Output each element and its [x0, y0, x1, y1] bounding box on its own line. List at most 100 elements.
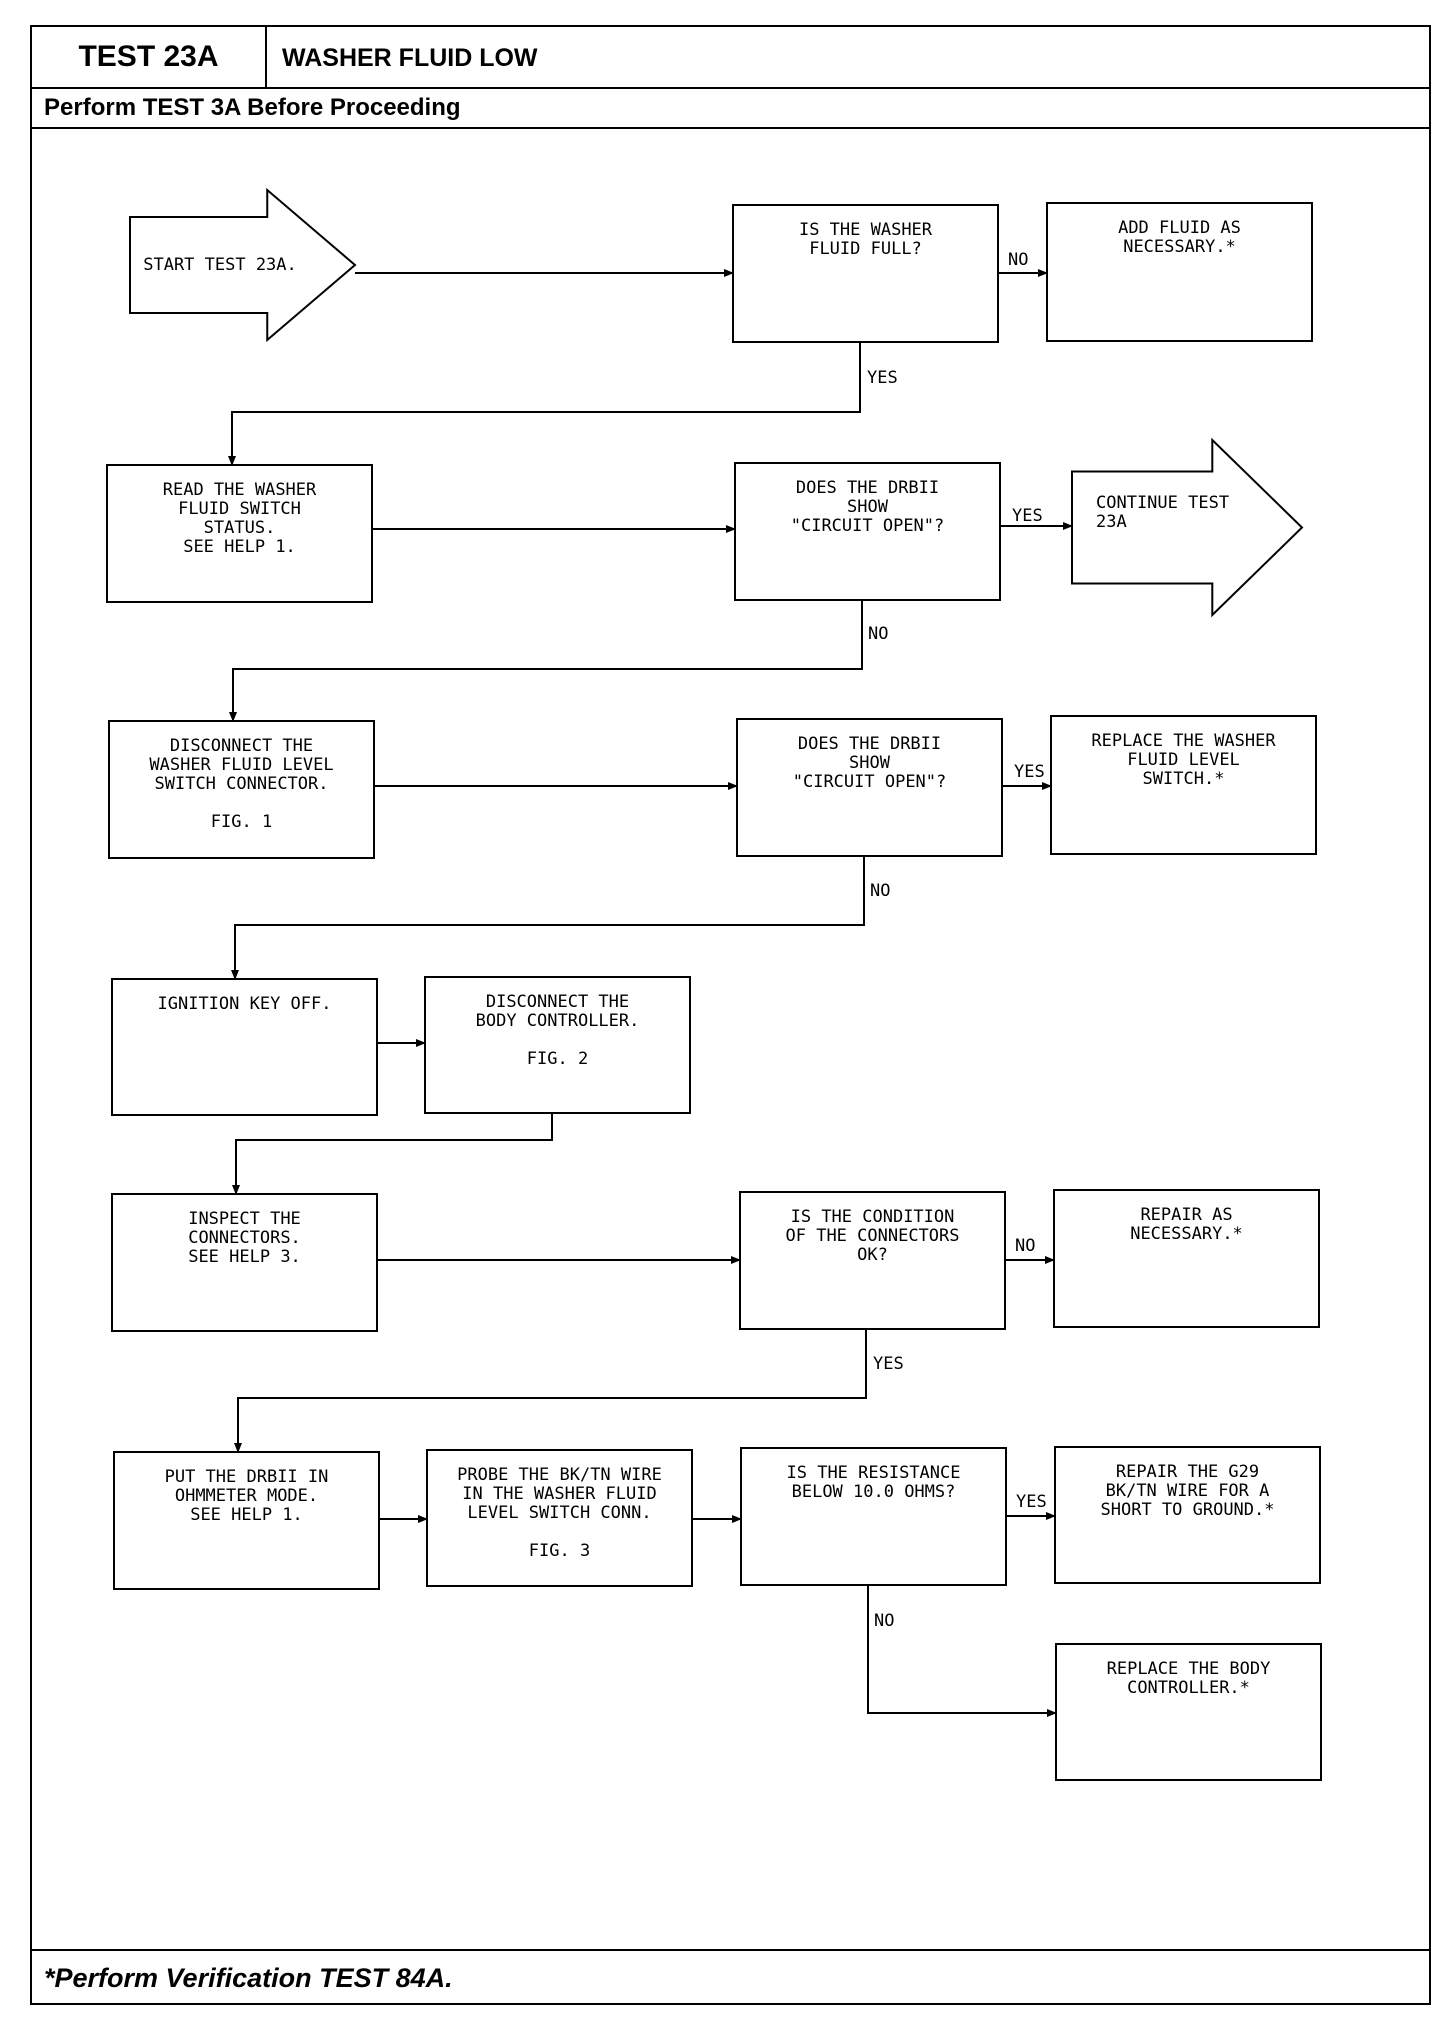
node-text-line: FIG. 3	[529, 1541, 590, 1561]
node-shape-box	[739, 1191, 1006, 1330]
node-shape-box	[1050, 715, 1317, 855]
edge-label-yes: YES	[873, 1354, 904, 1374]
node-text-line: "CIRCUIT OPEN"?	[793, 772, 947, 792]
edge-q_circuit_open_2-to-ignition_off	[231, 856, 865, 980]
node-shape-box	[732, 204, 999, 343]
node-text-line: IN THE WASHER FLUID	[462, 1484, 656, 1504]
node-shape-box	[111, 1193, 378, 1332]
node-text-line: NECESSARY.*	[1130, 1224, 1243, 1244]
node-text-line: SWITCH.*	[1143, 769, 1225, 789]
node-text-line: DISCONNECT THE	[486, 992, 629, 1012]
node-text-line: SHOW	[849, 753, 891, 773]
test-procedure-page: TEST 23A WASHER FLUID LOW Perform TEST 3…	[30, 25, 1431, 2005]
node-text-line: PROBE THE BK/TN WIRE	[457, 1465, 662, 1485]
node-text-line: STATUS.	[204, 518, 276, 538]
edge-q_circuit_open_1-to-disconnect_switch	[229, 600, 863, 722]
edge-disconnect_bc-to-inspect	[232, 1113, 553, 1195]
node-text-line: CONNECTORS.	[188, 1228, 301, 1248]
node-shape-arrow	[1071, 437, 1304, 618]
edge-q_fluid_full-to-read_switch	[228, 342, 861, 466]
prerequisite-row: Perform TEST 3A Before Proceeding	[32, 89, 1429, 129]
node-text-line: ADD FLUID AS	[1118, 218, 1241, 238]
edge-label-no: NO	[870, 881, 890, 901]
node-text-line: CONTINUE TEST	[1096, 493, 1229, 513]
node-text-line: SEE HELP 1.	[183, 537, 296, 557]
node-shape-box	[1054, 1446, 1321, 1584]
node-text-line: NECESSARY.*	[1123, 237, 1236, 257]
node-text-line: SEE HELP 1.	[190, 1505, 303, 1525]
node-text-line: PUT THE DRBII IN	[165, 1467, 329, 1487]
node-ignition-off: IGNITION KEY OFF.	[111, 978, 378, 1116]
node-text-line: 23A	[1096, 512, 1127, 532]
edge-q_resistance-to-replace_bc	[867, 1585, 1057, 1717]
node-text-line: FIG. 2	[527, 1049, 588, 1069]
node-shape-box	[111, 978, 378, 1116]
node-start: START TEST 23A.	[129, 187, 357, 343]
node-text-line: IS THE CONDITION	[791, 1207, 955, 1227]
node-text-line: "CIRCUIT OPEN"?	[791, 516, 945, 536]
node-shape-box	[1046, 202, 1313, 342]
test-id: TEST 23A	[32, 27, 267, 87]
node-text-line: FLUID LEVEL	[1127, 750, 1240, 770]
node-text-line: IS THE WASHER	[799, 220, 933, 240]
node-text-line: DOES THE DRBII	[798, 734, 941, 754]
node-text-line: SWITCH CONNECTOR.	[155, 774, 329, 794]
edge-label-yes: YES	[1014, 762, 1045, 782]
edge-label-no: NO	[1008, 250, 1028, 270]
node-text-line: BK/TN WIRE FOR A	[1106, 1481, 1270, 1501]
node-shape-box	[1053, 1189, 1320, 1328]
node-text-line: SEE HELP 3.	[188, 1247, 301, 1267]
node-text-line: FLUID SWITCH	[178, 499, 301, 519]
node-shape-box	[426, 1449, 693, 1587]
footer-row: *Perform Verification TEST 84A.	[32, 1949, 1429, 2003]
node-shape-box	[113, 1451, 380, 1590]
node-text-line: LEVEL SWITCH CONN.	[467, 1503, 651, 1523]
node-text-line: DISCONNECT THE	[170, 736, 313, 756]
node-text-line: OF THE CONNECTORS	[786, 1226, 960, 1246]
node-text-line: OK?	[857, 1245, 888, 1265]
node-text-line: BODY CONTROLLER.	[476, 1011, 640, 1031]
edge-label-no: NO	[1015, 1236, 1035, 1256]
node-text-line: DOES THE DRBII	[796, 478, 939, 498]
node-text-line: REPAIR AS	[1140, 1205, 1232, 1225]
prerequisite-text: Perform TEST 3A Before Proceeding	[44, 94, 461, 121]
edge-label-yes: YES	[867, 368, 898, 388]
node-shape-arrow	[129, 187, 357, 343]
edge-label-yes: YES	[1012, 506, 1043, 526]
edge-label-no: NO	[874, 1611, 894, 1631]
node-text-line: READ THE WASHER	[163, 480, 317, 500]
node-shape-box	[106, 464, 373, 603]
node-shape-box	[734, 462, 1001, 601]
node-text-line: REPLACE THE BODY	[1107, 1659, 1271, 1679]
node-text-line: REPAIR THE G29	[1116, 1462, 1259, 1482]
test-title: WASHER FLUID LOW	[282, 44, 538, 72]
node-text-line: IS THE RESISTANCE	[787, 1463, 961, 1483]
node-text-line: SHORT TO GROUND.*	[1101, 1500, 1275, 1520]
node-text-line: IGNITION KEY OFF.	[158, 994, 332, 1014]
node-shape-box	[108, 720, 375, 859]
node-text-line: WASHER FLUID LEVEL	[149, 755, 333, 775]
node-text-line: OHMMETER MODE.	[175, 1486, 318, 1506]
node-text-line: FIG. 1	[211, 812, 272, 832]
node-text-line: BELOW 10.0 OHMS?	[792, 1482, 956, 1502]
node-shape-box	[736, 718, 1003, 857]
header-row: TEST 23A WASHER FLUID LOW	[32, 27, 1429, 89]
node-text-line: REPLACE THE WASHER	[1091, 731, 1276, 751]
edge-q_condition-to-ohmmeter	[234, 1329, 867, 1453]
